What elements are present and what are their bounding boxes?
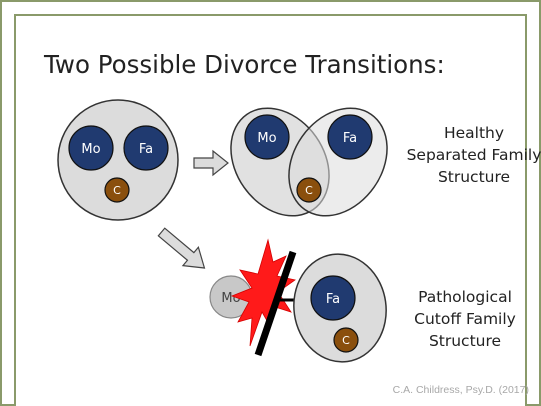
slide-title: Two Possible Divorce Transitions: [44, 50, 445, 79]
intact-family: Mo Fa C [57, 99, 179, 221]
transition-arrow-right [193, 149, 229, 177]
healthy-label-line-2: Separated Family [406, 146, 541, 164]
transition-arrow-diagonal [157, 227, 206, 269]
father-label: Fa [343, 131, 357, 146]
child-node [104, 177, 130, 203]
mother-label: Mo [257, 131, 276, 146]
pathological-label-line-2: Cutoff Family [414, 310, 516, 328]
conflict-burst-icon [230, 238, 296, 347]
child-node [333, 327, 359, 353]
mother-label: Mo [81, 142, 100, 157]
father-label: Fa [326, 292, 340, 307]
cutoff-structure: Mo Fa C [209, 238, 387, 363]
child-label: C [305, 184, 313, 197]
father-node [327, 114, 373, 160]
child-node [296, 177, 322, 203]
healthy-structure: Mo Fa C [230, 107, 388, 217]
pathological-label-line-3: Structure [428, 332, 502, 350]
barrier-wall [254, 250, 297, 357]
mother-node [68, 125, 114, 171]
mother-node [244, 114, 290, 160]
author-credit: C.A. Childress, Psy.D. (2017) [392, 384, 529, 396]
healthy-label-line-3: Structure [437, 168, 511, 186]
pathological-structure-label: Pathological Cutoff Family Structure [395, 286, 535, 352]
father-node [310, 275, 356, 321]
pathological-label-line-1: Pathological [418, 288, 512, 306]
child-label: C [113, 184, 121, 197]
excluded-mother-label: Mo [221, 291, 240, 306]
healthy-structure-label: Healthy Separated Family Structure [404, 122, 541, 188]
father-label: Fa [139, 142, 153, 157]
child-label: C [342, 334, 350, 347]
healthy-label-line-1: Healthy [443, 124, 505, 142]
father-node [123, 125, 169, 171]
